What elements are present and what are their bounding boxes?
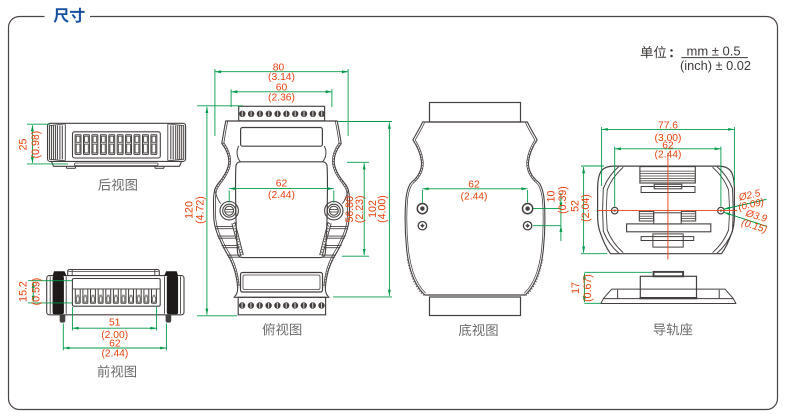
svg-text:77.6: 77.6 xyxy=(658,120,678,131)
svg-text:(0.67): (0.67) xyxy=(582,274,594,302)
svg-text:51: 51 xyxy=(109,317,121,328)
svg-text:102: 102 xyxy=(367,200,379,218)
svg-text:15.2: 15.2 xyxy=(17,281,29,302)
svg-text:(0.59): (0.59) xyxy=(31,278,43,306)
svg-text:80: 80 xyxy=(273,62,285,73)
svg-text:10: 10 xyxy=(545,191,557,203)
svg-text:(0.98): (0.98) xyxy=(30,131,42,159)
svg-text:62: 62 xyxy=(276,179,288,190)
svg-text:(inch) ± 0.02: (inch) ± 0.02 xyxy=(680,58,751,73)
svg-text:(0.39): (0.39) xyxy=(557,186,569,214)
svg-text:(2.44): (2.44) xyxy=(655,149,682,160)
svg-text:56.80: 56.80 xyxy=(344,196,356,223)
svg-text:62: 62 xyxy=(109,338,121,349)
svg-text:(2.44): (2.44) xyxy=(101,348,128,359)
svg-text:(2.04): (2.04) xyxy=(580,194,592,222)
svg-text:120: 120 xyxy=(184,201,196,219)
svg-text:Ø2.5: Ø2.5 xyxy=(737,188,762,204)
svg-text:62: 62 xyxy=(662,140,674,151)
svg-text:60: 60 xyxy=(276,82,288,93)
svg-text:(2.44): (2.44) xyxy=(461,192,488,203)
svg-text:mm ± 0.5: mm ± 0.5 xyxy=(687,43,741,58)
svg-text:(3.14): (3.14) xyxy=(268,72,295,83)
svg-text:(2.44): (2.44) xyxy=(268,190,295,201)
svg-text:(2.00): (2.00) xyxy=(101,330,128,341)
svg-text:(2.23): (2.23) xyxy=(354,195,366,223)
svg-text:62: 62 xyxy=(468,179,480,190)
svg-text:(2.36): (2.36) xyxy=(268,92,295,103)
svg-text:52: 52 xyxy=(569,200,581,212)
svg-text:(3.00): (3.00) xyxy=(655,133,682,144)
svg-text:25: 25 xyxy=(17,139,29,151)
svg-text:(4.72): (4.72) xyxy=(195,196,207,224)
svg-text:(4.00): (4.00) xyxy=(377,195,389,223)
svg-text:17: 17 xyxy=(570,282,582,294)
